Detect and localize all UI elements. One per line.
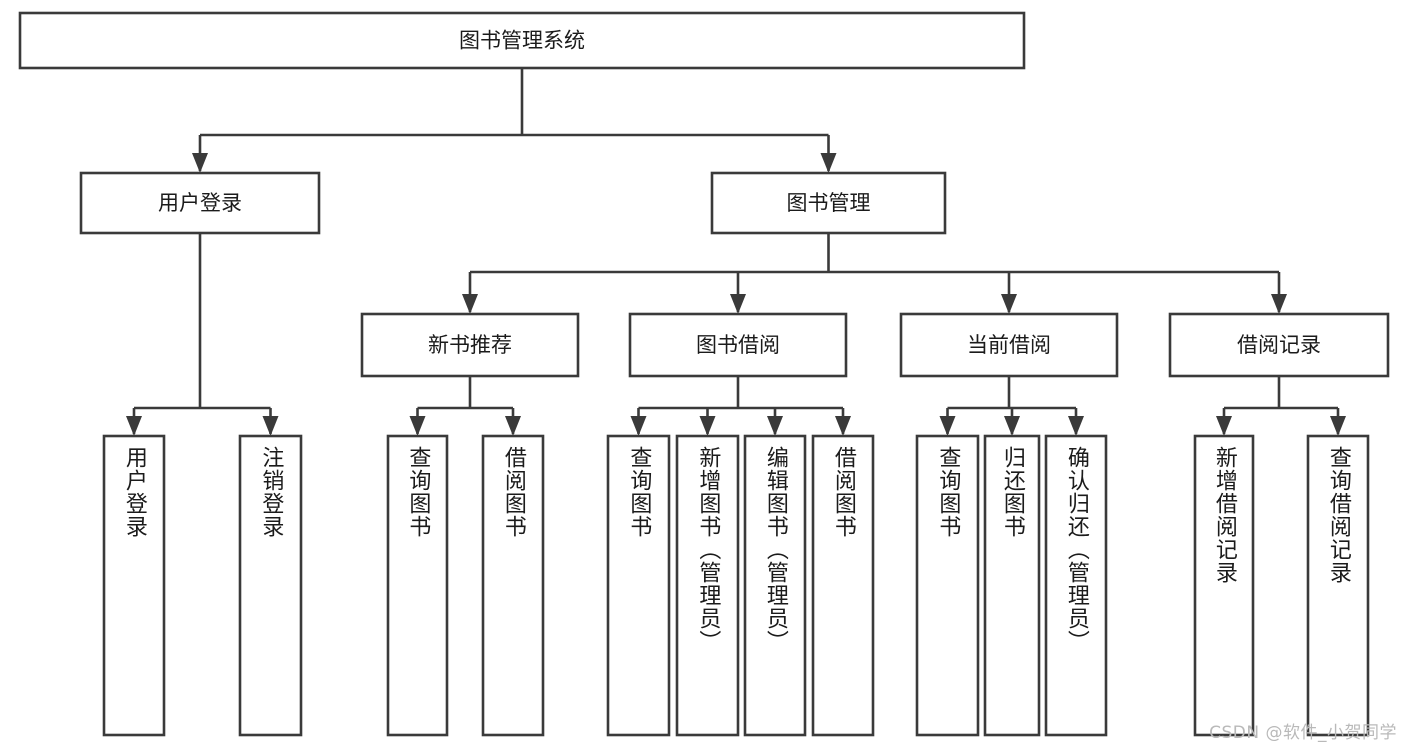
watermark-text: CSDN @软件_小贺同学 xyxy=(1209,723,1397,743)
node-leaf-confirm-return[interactable] xyxy=(1044,434,1108,737)
node-label-current-borrow: 当前借阅 xyxy=(967,333,1051,357)
arrow-to-leaf-add-book xyxy=(699,416,716,436)
node-leaf-edit-book[interactable] xyxy=(743,434,807,737)
arrow-to-leaf-query-book-rec xyxy=(409,416,426,436)
node-leaf-return-book[interactable] xyxy=(983,434,1041,737)
node-leaf-add-record[interactable] xyxy=(1193,434,1255,737)
arrow-to-book-borrow xyxy=(730,294,746,314)
node-leaf-query-record[interactable] xyxy=(1306,434,1370,737)
arrow-to-leaf-return-book xyxy=(1004,416,1020,436)
node-box-leaf-return-book xyxy=(983,434,1041,737)
node-leaf-borrow-book[interactable] xyxy=(811,434,875,737)
arrow-to-leaf-borrow-book xyxy=(835,416,851,436)
node-borrow-record[interactable]: 借阅记录 xyxy=(1168,312,1390,378)
node-leaf-query-book-borrow[interactable] xyxy=(606,434,671,737)
arrow-to-new-book-recommend xyxy=(462,294,478,314)
node-box-leaf-borrow-book-rec xyxy=(481,434,545,737)
node-box-leaf-add-book xyxy=(675,434,740,737)
node-current-borrow[interactable]: 当前借阅 xyxy=(899,312,1119,378)
node-box-book-borrow xyxy=(628,312,848,378)
arrow-to-leaf-query-book-cur xyxy=(939,416,956,436)
node-leaf-user-login[interactable] xyxy=(102,434,166,737)
node-label-new-book-recommend: 新书推荐 xyxy=(428,333,512,357)
node-leaf-add-book[interactable] xyxy=(675,434,740,737)
node-label-user-login: 用户登录 xyxy=(158,191,242,215)
node-box-leaf-user-logout xyxy=(238,434,303,737)
node-box-leaf-query-book-borrow xyxy=(606,434,671,737)
arrow-to-leaf-edit-book xyxy=(767,416,783,436)
node-new-book-recommend[interactable]: 新书推荐 xyxy=(360,312,580,378)
node-box-new-book-recommend xyxy=(360,312,580,378)
node-box-leaf-add-record xyxy=(1193,434,1255,737)
node-book-borrow[interactable]: 图书借阅 xyxy=(628,312,848,378)
node-label-undefined: 图书管理系统 xyxy=(459,29,585,53)
arrow-to-book-manage xyxy=(820,153,837,173)
node-leaf-borrow-book-rec[interactable] xyxy=(481,434,545,737)
arrow-to-leaf-query-book-borrow xyxy=(630,416,647,436)
node-undefined[interactable]: 图书管理系统 xyxy=(18,11,1026,70)
arrow-to-leaf-borrow-book-rec xyxy=(505,416,521,436)
node-box-leaf-borrow-book xyxy=(811,434,875,737)
node-box-book-manage xyxy=(710,171,947,235)
arrow-to-user-login xyxy=(192,153,208,173)
arrow-to-leaf-confirm-return xyxy=(1068,416,1084,436)
node-label-borrow-record: 借阅记录 xyxy=(1237,333,1321,357)
node-leaf-query-book-cur[interactable] xyxy=(915,434,980,737)
node-box-borrow-record xyxy=(1168,312,1390,378)
connectors-layer xyxy=(126,68,1346,436)
arrow-to-leaf-query-record xyxy=(1330,416,1346,436)
node-book-manage[interactable]: 图书管理 xyxy=(710,171,947,235)
node-box-user-login xyxy=(79,171,321,235)
node-box-leaf-user-login xyxy=(102,434,166,737)
node-leaf-user-logout[interactable] xyxy=(238,434,303,737)
node-box-undefined xyxy=(18,11,1026,70)
node-box-leaf-edit-book xyxy=(743,434,807,737)
arrow-to-leaf-user-login xyxy=(126,416,142,436)
node-box-leaf-query-book-rec xyxy=(386,434,449,737)
node-label-book-manage: 图书管理 xyxy=(787,191,871,215)
arrow-to-leaf-add-record xyxy=(1216,416,1232,436)
node-box-leaf-confirm-return xyxy=(1044,434,1108,737)
arrow-to-leaf-user-logout xyxy=(262,416,279,436)
node-box-leaf-query-record xyxy=(1306,434,1370,737)
arrow-to-borrow-record xyxy=(1271,294,1287,314)
node-label-book-borrow: 图书借阅 xyxy=(696,333,780,357)
arrow-to-current-borrow xyxy=(1001,294,1017,314)
node-box-leaf-query-book-cur xyxy=(915,434,980,737)
node-user-login[interactable]: 用户登录 xyxy=(79,171,321,235)
node-box-current-borrow xyxy=(899,312,1119,378)
node-leaf-query-book-rec[interactable] xyxy=(386,434,449,737)
